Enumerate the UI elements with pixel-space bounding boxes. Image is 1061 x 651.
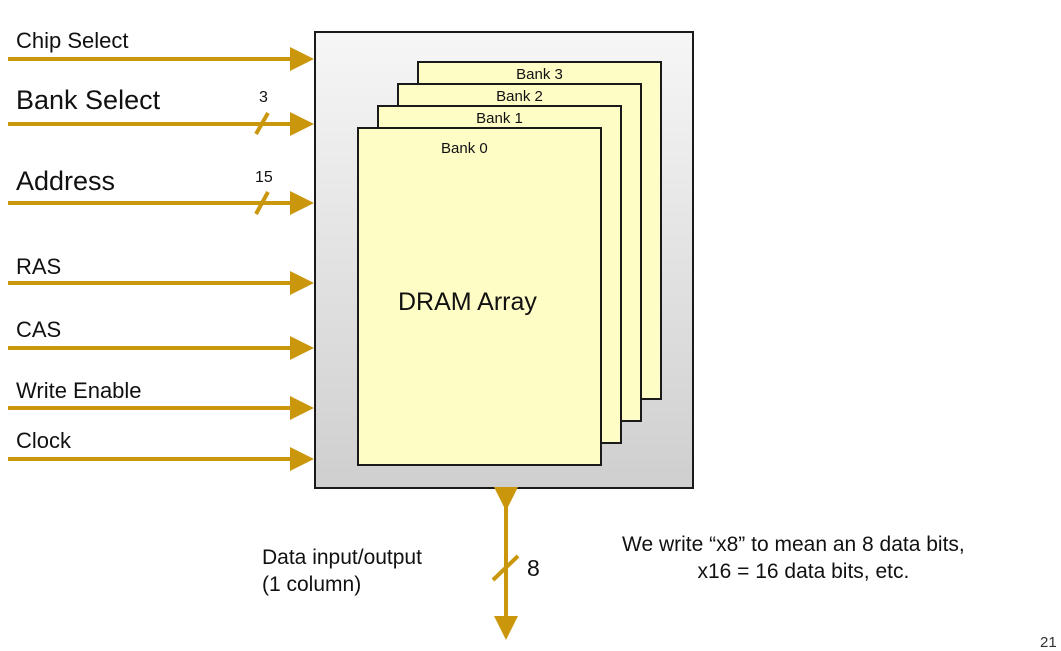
width-note-line1: We write “x8” to mean an 8 data bits, — [622, 533, 965, 556]
write-enable-label: Write Enable — [16, 378, 142, 403]
bank-select-label: Bank Select — [16, 85, 161, 115]
address-bus-slash — [254, 191, 270, 215]
data-io-width: 8 — [527, 555, 540, 581]
bank-1-label: Bank 1 — [476, 110, 523, 127]
data-io-label-line2: (1 column) — [262, 572, 362, 596]
bank-3-label: Bank 3 — [516, 66, 563, 83]
bank-select-bus-slash — [254, 112, 270, 135]
dram-array-label: DRAM Array — [398, 288, 537, 316]
address-label: Address — [16, 166, 116, 196]
chip-select-label: Chip Select — [16, 28, 129, 53]
bank-0: Bank 0 — [357, 127, 602, 466]
address-width: 15 — [255, 169, 273, 186]
bank-select-width: 3 — [259, 89, 268, 106]
cas-label: CAS — [16, 317, 62, 342]
data-io-label-line1: Data input/output — [262, 546, 422, 569]
width-note: We write “x8” to mean an 8 data bits, x1… — [622, 532, 965, 586]
page-number: 21 — [1040, 634, 1057, 651]
bank-0-label: Bank 0 — [441, 140, 488, 157]
data-io-label: Data input/output (1 column) — [262, 545, 422, 599]
clock-label: Clock — [16, 428, 72, 453]
data-io-bus-slash — [491, 554, 520, 582]
width-note-line2: x16 = 16 data bits, etc. — [697, 559, 910, 583]
bank-2-label: Bank 2 — [496, 88, 543, 105]
ras-label: RAS — [16, 254, 62, 279]
